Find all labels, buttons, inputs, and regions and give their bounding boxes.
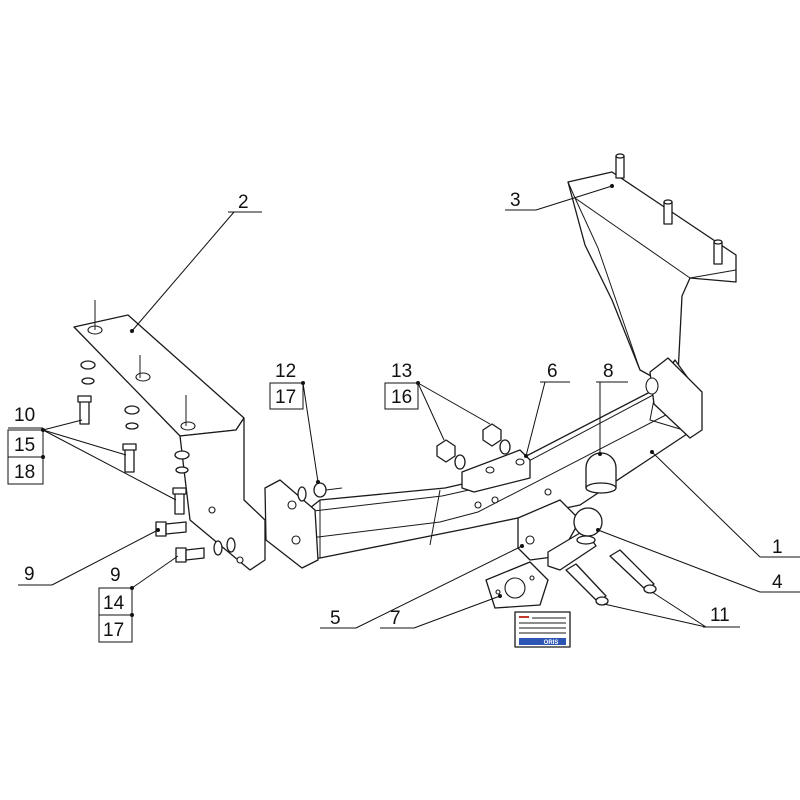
callout-12-17: 12 17	[269, 361, 320, 484]
crossbar-part-1	[304, 357, 703, 561]
callout-1: 1	[650, 450, 800, 558]
callout-label-4: 4	[772, 572, 783, 593]
right-bracket-part-3	[567, 153, 737, 383]
callout-label-6: 6	[547, 361, 558, 382]
callout-label-10: 10	[14, 405, 35, 426]
callout-label-16: 16	[391, 387, 412, 408]
pins-part-11	[565, 549, 657, 606]
plate-brand-bar	[519, 638, 566, 645]
ball-cap-part-8	[585, 452, 617, 494]
callout-label-11: 11	[710, 605, 730, 626]
tow-ball-part-4	[547, 507, 603, 571]
callout-label-9b: 9	[110, 565, 121, 586]
nut-part-12	[297, 482, 343, 502]
callout-9-14-17: 9 14 17	[98, 555, 179, 643]
callout-2: 2	[130, 192, 262, 333]
bolts-part-10	[77, 360, 190, 515]
mount-plate-part-6	[461, 449, 531, 493]
bolts-part-9	[155, 521, 236, 563]
callout-label-17a: 17	[275, 387, 296, 408]
callout-label-13: 13	[391, 361, 412, 382]
callout-label-3: 3	[510, 190, 521, 211]
callout-label-5: 5	[330, 608, 341, 629]
callout-5: 5	[320, 544, 524, 629]
callout-3: 3	[505, 184, 614, 211]
callout-label-17b: 17	[103, 620, 124, 641]
callout-13-16: 13 16	[384, 361, 491, 441]
callout-label-14: 14	[103, 593, 125, 614]
plate-brand-text: ORIS	[544, 640, 559, 646]
rating-plate: ORIS	[514, 611, 571, 648]
plate-mark-1	[519, 616, 529, 618]
callout-label-12: 12	[275, 361, 296, 382]
callout-6: 6	[524, 361, 570, 458]
callout-11: 11	[603, 591, 740, 628]
socket-plate-part-7	[485, 561, 549, 609]
callout-7: 7	[380, 594, 502, 629]
callout-label-7: 7	[390, 608, 401, 629]
callout-label-18: 18	[14, 462, 35, 483]
callout-label-8: 8	[603, 361, 614, 382]
left-flange-plate	[264, 479, 319, 569]
callout-label-15: 15	[14, 435, 35, 456]
left-bracket-part-2	[73, 300, 266, 571]
callout-8: 8	[596, 361, 628, 456]
callout-9-upper: 9	[18, 528, 160, 586]
callout-label-2: 2	[238, 192, 249, 213]
callout-label-1: 1	[772, 537, 783, 558]
callout-label-9a: 9	[24, 564, 35, 585]
nuts-part-13	[436, 423, 511, 470]
callout-4: 4	[596, 528, 800, 593]
callout-10-15-18: 10 15 18	[7, 405, 177, 501]
